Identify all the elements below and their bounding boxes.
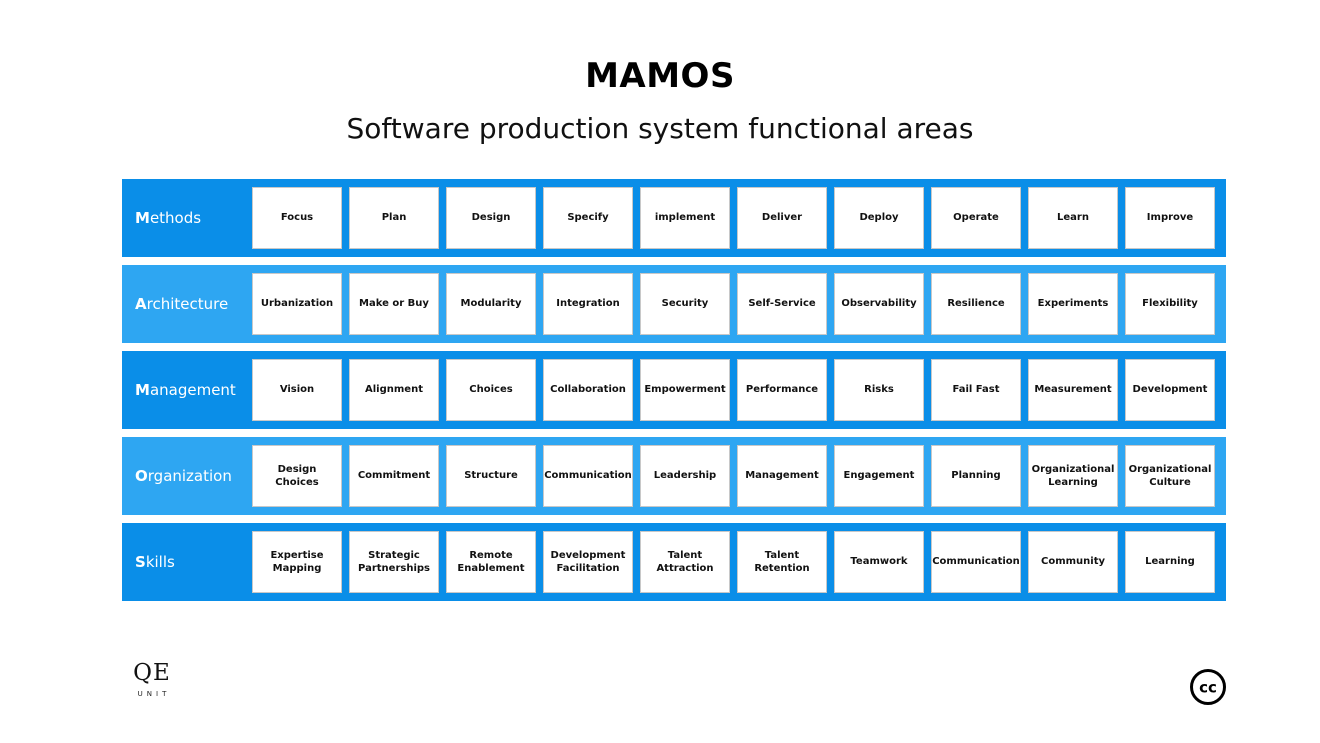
- area-cell: Teamwork: [834, 531, 924, 593]
- row-label-rest: ethods: [149, 209, 202, 227]
- area-cell: Performance: [737, 359, 827, 421]
- area-cell: Structure: [446, 445, 536, 507]
- area-cell: Remote Enablement: [446, 531, 536, 593]
- page-subtitle: Software production system functional ar…: [346, 112, 974, 145]
- area-cell: Fail Fast: [931, 359, 1021, 421]
- area-cell: implement: [640, 187, 730, 249]
- row-label-initial: M: [135, 209, 150, 227]
- row-label-initial: O: [135, 467, 148, 485]
- area-cell: Flexibility: [1125, 273, 1215, 335]
- qe-unit-logo: QE UNIT: [130, 660, 174, 698]
- area-cell: Management: [737, 445, 827, 507]
- area-cell: Learning: [1125, 531, 1215, 593]
- area-cell: Integration: [543, 273, 633, 335]
- area-cell: Observability: [834, 273, 924, 335]
- row-label-initial: M: [135, 381, 150, 399]
- area-cell: Deploy: [834, 187, 924, 249]
- area-cell: Operate: [931, 187, 1021, 249]
- cc-icon-text: cc: [1199, 679, 1217, 697]
- area-cell: Talent Attraction: [640, 531, 730, 593]
- area-cell: Plan: [349, 187, 439, 249]
- area-cell: Design: [446, 187, 536, 249]
- area-cell: Focus: [252, 187, 342, 249]
- area-cell: Deliver: [737, 187, 827, 249]
- area-cell: Improve: [1125, 187, 1215, 249]
- area-cell: Communication: [931, 531, 1021, 593]
- page-title: MAMOS: [585, 56, 735, 96]
- area-cell: Self-Service: [737, 273, 827, 335]
- area-cell: Talent Retention: [737, 531, 827, 593]
- area-cell: Make or Buy: [349, 273, 439, 335]
- area-cell: Empowerment: [640, 359, 730, 421]
- logo-subtext: UNIT: [137, 690, 171, 698]
- creative-commons-icon: cc: [1190, 669, 1226, 705]
- area-cell: Organizational Learning: [1028, 445, 1118, 507]
- row-label-rest: rganization: [147, 467, 232, 485]
- area-cell: Measurement: [1028, 359, 1118, 421]
- area-cell: Expertise Mapping: [252, 531, 342, 593]
- row-label-initial: S: [135, 553, 146, 571]
- area-cell: Development: [1125, 359, 1215, 421]
- area-cell: Risks: [834, 359, 924, 421]
- row-label-rest: kills: [145, 553, 175, 571]
- area-cell: Planning: [931, 445, 1021, 507]
- area-cell: Security: [640, 273, 730, 335]
- area-cell: Resilience: [931, 273, 1021, 335]
- area-cell: Collaboration: [543, 359, 633, 421]
- row-label-initial: A: [135, 295, 147, 313]
- area-cell: Organizational Culture: [1125, 445, 1215, 507]
- area-cell: Development Facilitation: [543, 531, 633, 593]
- area-cell: Design Choices: [252, 445, 342, 507]
- area-cell: Communication: [543, 445, 633, 507]
- area-cell: Experiments: [1028, 273, 1118, 335]
- area-cell: Specify: [543, 187, 633, 249]
- area-cell: Leadership: [640, 445, 730, 507]
- area-cell: Modularity: [446, 273, 536, 335]
- logo-text: QE: [133, 660, 171, 686]
- area-cell: Commitment: [349, 445, 439, 507]
- area-cell: Strategic Partnerships: [349, 531, 439, 593]
- row-label-rest: anagement: [149, 381, 236, 399]
- area-cell: Learn: [1028, 187, 1118, 249]
- area-cell: Vision: [252, 359, 342, 421]
- row-label-rest: rchitecture: [146, 295, 229, 313]
- area-cell: Community: [1028, 531, 1118, 593]
- area-cell: Choices: [446, 359, 536, 421]
- area-cell: Alignment: [349, 359, 439, 421]
- area-cell: Urbanization: [252, 273, 342, 335]
- area-cell: Engagement: [834, 445, 924, 507]
